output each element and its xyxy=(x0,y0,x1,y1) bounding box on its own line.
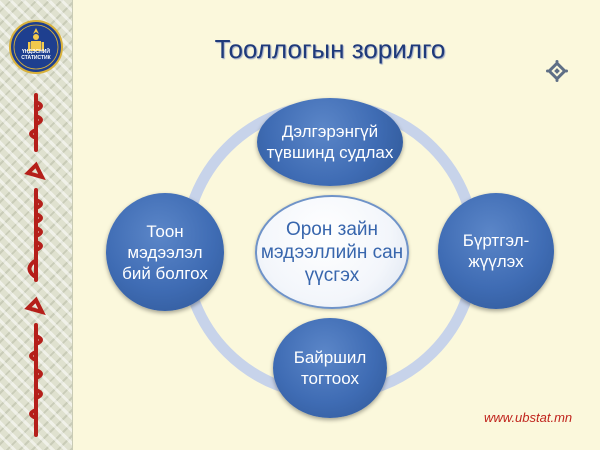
node-left-label: Тоон мэдээлэл бий болгох xyxy=(122,221,208,283)
node-top-label: Дэлгэрэнгүй түвшинд судлах xyxy=(266,122,394,162)
node-bottom: Байршил тогтоох xyxy=(273,318,387,418)
logo-text: ҮНДЭСНИЙ СТАТИСТИК xyxy=(9,49,63,61)
node-top: Дэлгэрэнгүй түвшинд судлах xyxy=(257,98,403,186)
node-left: Тоон мэдээлэл бий болгох xyxy=(106,193,224,311)
logo-text-line2: СТАТИСТИК xyxy=(21,55,51,61)
node-right: Бүртгэл-жүүлэх xyxy=(438,193,554,309)
cycle-diagram: Орон зайн мэдээллийн сан үүсгэх Дэлгэрэн… xyxy=(100,90,560,420)
center-node: Орон зайн мэдээллийн сан үүсгэх xyxy=(255,195,409,309)
center-node-label: Орон зайн мэдээллийн сан үүсгэх xyxy=(260,218,404,286)
knot-ornament-icon xyxy=(546,60,568,82)
node-bottom-label: Байршил тогтоох xyxy=(293,348,367,388)
traditional-script-decoration xyxy=(24,93,46,437)
logo-text-line1: ҮНДЭСНИЙ xyxy=(22,49,50,55)
statistics-office-logo xyxy=(9,20,63,74)
website-link[interactable]: www.ubstat.mn xyxy=(484,410,573,425)
node-right-label: Бүртгэл-жүүлэх xyxy=(462,231,530,271)
slide-title: Тооллогын зорилго xyxy=(214,34,446,64)
